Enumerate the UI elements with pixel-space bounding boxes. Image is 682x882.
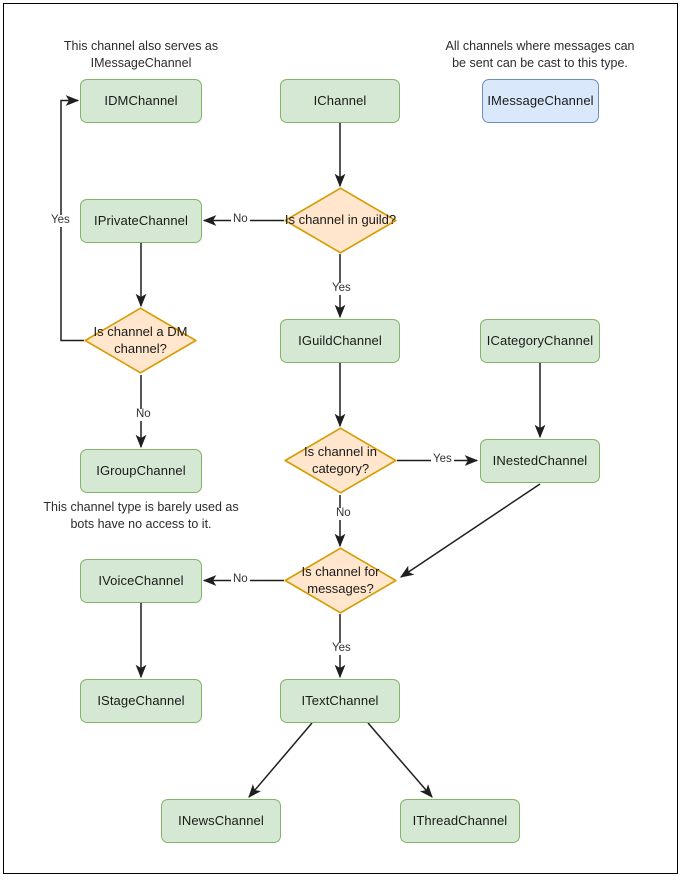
edge-label-yes-category: Yes [431,453,454,466]
node-is-channel-in-category[interactable]: Is channel in category? [284,427,397,494]
note-message-channel: All channels where messages can be sent … [445,39,635,70]
node-is-channel-a-dm-channel[interactable]: Is channel a DM channel? [84,307,197,374]
node-idmchannel[interactable]: IDMChannel [80,79,202,123]
node-ithreadchannel[interactable]: IThreadChannel [400,799,520,843]
edge-label-yes-guild: Yes [330,282,353,295]
node-is-channel-in-guild[interactable]: Is channel in guild? [284,187,397,254]
diamond-shape [284,547,397,614]
diamond-shape [284,427,397,494]
node-inewschannel[interactable]: INewsChannel [161,799,281,843]
node-label: Is channel a DM channel? [93,323,188,356]
node-itextchannel[interactable]: ITextChannel [280,679,400,723]
node-label: Is channel in guild? [284,212,397,228]
node-igroupchannel[interactable]: IGroupChannel [80,449,202,493]
edge-label-no-messages: No [231,573,250,586]
node-iguildchannel[interactable]: IGuildChannel [280,319,400,363]
node-is-channel-for-messages[interactable]: Is channel for messages? [284,547,397,614]
edge-label-yes-dm: Yes [49,214,72,227]
edge-label-no-dm: No [134,408,153,421]
node-ichannel[interactable]: IChannel [280,79,400,123]
diamond-shape [284,187,397,254]
node-icategorychannel[interactable]: ICategoryChannel [480,319,600,363]
node-iprivatechannel[interactable]: IPrivateChannel [80,199,202,243]
note-dm-channel: This channel also serves as IMessageChan… [63,39,219,70]
node-imessagechannel[interactable]: IMessageChannel [482,79,599,123]
note-group-channel: This channel type is barely used as bots… [43,500,239,531]
edge-label-yes-messages: Yes [330,642,353,655]
edge-label-no-category: No [334,507,353,520]
edge-label-no-guild: No [231,213,250,226]
node-istagechannel[interactable]: IStageChannel [80,679,202,723]
diamond-shape [84,307,197,374]
node-label: Is channel for messages? [301,563,380,596]
node-ivoicechannel[interactable]: IVoiceChannel [80,559,202,603]
node-label: Is channel in category? [304,443,377,476]
node-inestedchannel[interactable]: INestedChannel [480,439,600,483]
